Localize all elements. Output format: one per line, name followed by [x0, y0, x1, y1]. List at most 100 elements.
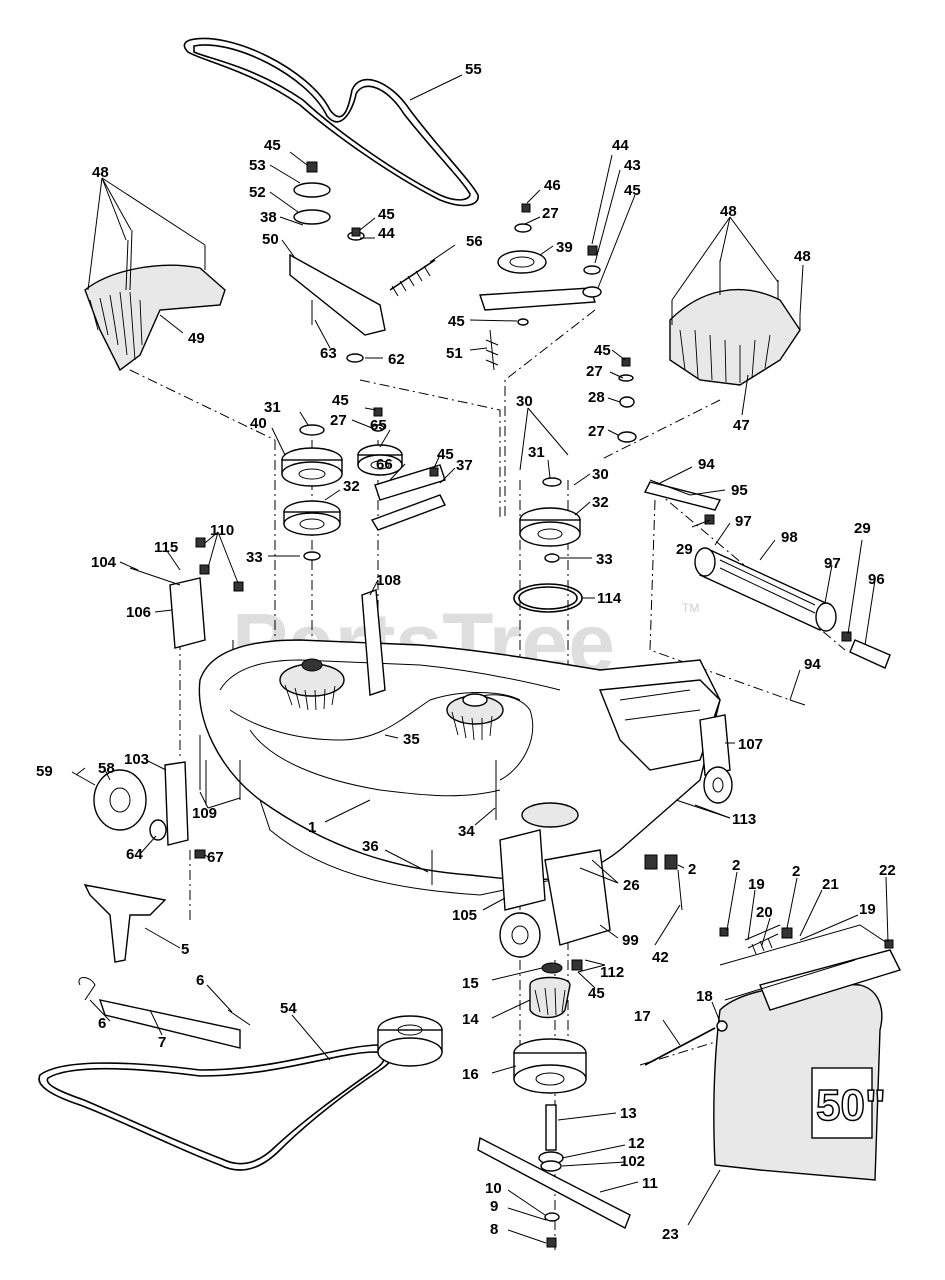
left-spindle-pulleys: [281, 424, 343, 561]
lift-linkage: [78, 884, 251, 1049]
callout: 48: [720, 203, 737, 220]
callout: 43: [624, 157, 641, 174]
callout: 49: [188, 330, 205, 347]
callout: 108: [376, 572, 401, 589]
callout: 52: [249, 184, 266, 201]
callout: 98: [781, 529, 798, 546]
callout: 95: [731, 482, 748, 499]
callout: 103: [124, 751, 149, 768]
callout: 30: [516, 393, 533, 410]
callout: 12: [628, 1135, 645, 1152]
callout: 27: [586, 363, 603, 380]
callout: 45: [624, 182, 641, 199]
idler-pulley-65: [357, 407, 446, 531]
callout: 30: [592, 466, 609, 483]
callout: 115: [154, 539, 178, 556]
callout: 113: [732, 811, 756, 828]
callout: 42: [652, 949, 669, 966]
callout: 28: [588, 389, 605, 406]
callout: 94: [698, 456, 715, 473]
callout: 45: [588, 985, 605, 1002]
callout: 37: [456, 457, 473, 474]
callout: 10: [485, 1180, 502, 1197]
spindle-assembly: [431, 760, 683, 1248]
callout: 1: [308, 819, 316, 836]
deck-hanger-left: [71, 537, 244, 859]
callout: 107: [738, 736, 763, 753]
callout: 45: [448, 313, 465, 330]
leader-lines: [75, 74, 889, 1244]
callout: 27: [542, 205, 559, 222]
callout: 6: [196, 972, 204, 989]
callout: 16: [462, 1066, 479, 1083]
hood: 50": [644, 924, 901, 1181]
callout: 65: [370, 417, 387, 434]
belt-55: [183, 37, 479, 207]
roller-98: [643, 479, 891, 706]
callout: 32: [343, 478, 360, 495]
callout: 2: [792, 863, 800, 880]
callout: 39: [556, 239, 573, 256]
callout: 64: [126, 846, 143, 863]
callout: 6: [98, 1015, 106, 1032]
callout: 18: [696, 988, 713, 1005]
engine-pulley: [377, 1015, 443, 1067]
callout: 34: [458, 823, 475, 840]
callout: 33: [246, 549, 263, 566]
callout: 48: [794, 248, 811, 265]
callout: 99: [622, 932, 639, 949]
callout: 35: [403, 731, 420, 748]
callout: 97: [735, 513, 752, 530]
callout: 109: [192, 805, 217, 822]
callout: 50: [262, 231, 279, 248]
callout: 48: [92, 164, 109, 181]
callout: 27: [330, 412, 347, 429]
callout: 31: [528, 444, 545, 461]
callout: 112: [600, 964, 624, 981]
callout: 62: [388, 351, 405, 368]
callout: 55: [465, 61, 482, 78]
callout: 45: [332, 392, 349, 409]
callout: 54: [280, 1000, 297, 1017]
belt-cover-right: [669, 260, 801, 386]
callout: 21: [822, 876, 839, 893]
callout: 7: [158, 1034, 166, 1051]
callout: 2: [688, 861, 696, 878]
callout: 40: [250, 415, 267, 432]
callout: 58: [98, 760, 115, 777]
callout: 29: [854, 520, 871, 537]
callout: 97: [824, 555, 841, 572]
callout: 53: [249, 157, 266, 174]
callout: 31: [264, 399, 281, 416]
callout: 36: [362, 838, 379, 855]
callout: 20: [756, 904, 773, 921]
callout: 96: [868, 571, 885, 588]
callout: 110: [210, 522, 234, 539]
callout: 106: [126, 604, 151, 621]
callout: 94: [804, 656, 821, 673]
pulley-39-assembly: [479, 203, 637, 443]
callout: 33: [596, 551, 613, 568]
callout: 5: [181, 941, 189, 958]
watermark-trademark: TM: [682, 601, 699, 615]
callout: 13: [620, 1105, 637, 1122]
callout-labels: 55 45 53 52 38 50 45 44 56 63 62 46 27 3…: [36, 61, 896, 1243]
callout: 114: [597, 590, 622, 607]
callout: 23: [662, 1226, 679, 1243]
callout: 44: [378, 225, 395, 242]
callout: 66: [376, 456, 393, 473]
callout: 51: [446, 345, 463, 362]
callout: 45: [264, 137, 281, 154]
callout: 45: [594, 342, 611, 359]
callout: 26: [623, 877, 640, 894]
callout: 46: [544, 177, 561, 194]
callout: 105: [452, 907, 477, 924]
callout: 45: [378, 206, 395, 223]
callout: 45: [437, 446, 454, 463]
callout: 2: [732, 857, 740, 874]
callout: 19: [748, 876, 765, 893]
callout: 56: [466, 233, 483, 250]
callout: 104: [91, 554, 117, 571]
callout: 11: [642, 1175, 658, 1192]
